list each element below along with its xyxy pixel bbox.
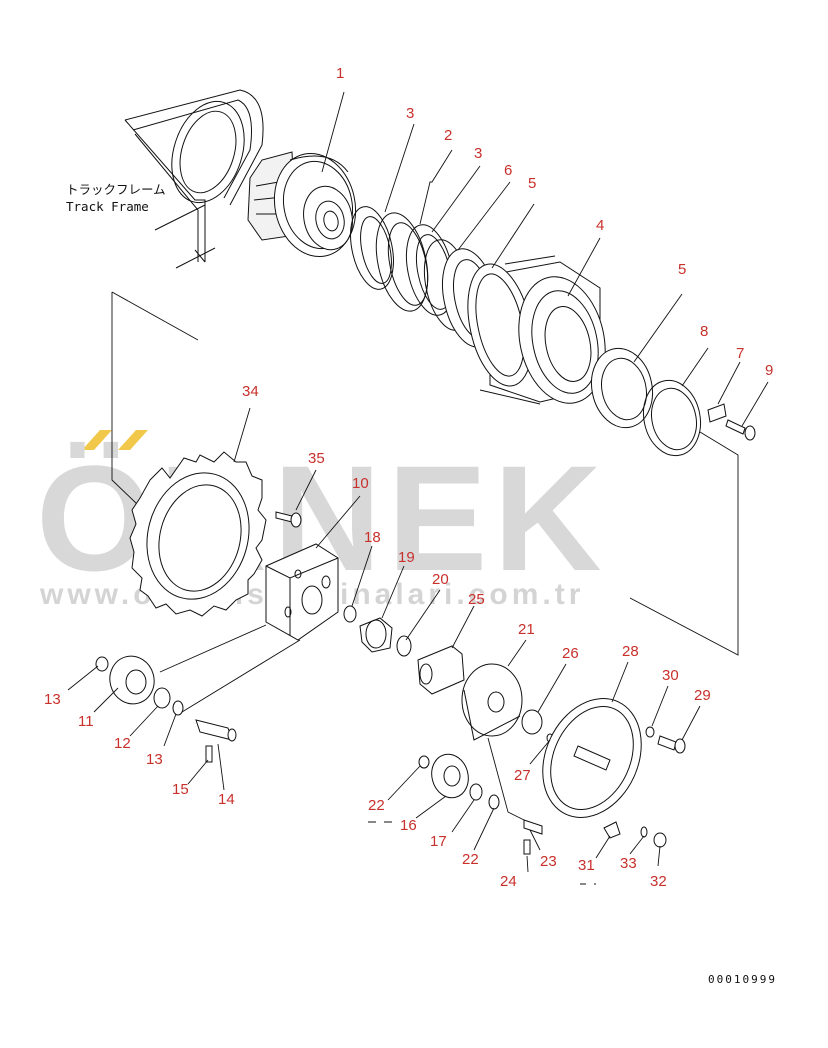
cover-bolt bbox=[657, 735, 686, 754]
planet-carrier bbox=[265, 543, 339, 641]
leader-lines bbox=[67, 91, 769, 873]
ring-22-right bbox=[488, 794, 500, 810]
frame-label-en: Track Frame bbox=[66, 199, 149, 214]
planet-gear-20 bbox=[431, 753, 469, 799]
part-num-13b: 13 bbox=[146, 751, 163, 768]
part-num-23: 23 bbox=[540, 853, 557, 870]
part-num-30: 30 bbox=[662, 667, 679, 684]
part-num-5a: 5 bbox=[528, 175, 536, 192]
snap-ring-26 bbox=[521, 709, 543, 735]
bolt-9 bbox=[725, 419, 756, 441]
part-num-9: 9 bbox=[765, 362, 773, 379]
part-num-7: 7 bbox=[736, 345, 744, 362]
planet-gear-11 bbox=[109, 655, 155, 705]
part-num-15: 15 bbox=[172, 781, 189, 798]
part-num-16: 18 bbox=[364, 529, 381, 546]
planet-shaft-23 bbox=[523, 819, 543, 835]
ring-13-left bbox=[95, 656, 109, 672]
floating-seal-center bbox=[375, 212, 429, 312]
part-num-28: 28 bbox=[622, 643, 639, 660]
sprocket bbox=[129, 451, 267, 617]
part-num-10: 10 bbox=[352, 475, 369, 492]
doc-code: 00010999 bbox=[708, 973, 777, 986]
planet-carrier-19 bbox=[461, 663, 523, 741]
bearing-17 bbox=[359, 617, 393, 653]
part-num-13a: 13 bbox=[44, 691, 61, 708]
plug-32 bbox=[653, 832, 667, 848]
part-num-27: 27 bbox=[514, 767, 531, 784]
part-num-14: 14 bbox=[218, 791, 235, 808]
ring-13-right bbox=[172, 700, 184, 716]
part-num-11: 11 bbox=[78, 713, 94, 730]
part-num-32: 32 bbox=[650, 873, 667, 890]
retainer-ring bbox=[642, 379, 702, 457]
part-num-20: 16 bbox=[400, 817, 417, 834]
part-num-25: 25 bbox=[468, 591, 485, 608]
pin-15 bbox=[205, 745, 213, 763]
spacer-16 bbox=[343, 605, 357, 623]
part-num-18: 20 bbox=[432, 571, 449, 588]
part-num-1: 1 bbox=[336, 65, 344, 82]
part-num-5b: 5 bbox=[678, 261, 686, 278]
part-num-21: 17 bbox=[430, 833, 447, 850]
part-num-3b: 3 bbox=[474, 145, 482, 162]
sun-shaft bbox=[417, 645, 465, 695]
o-ring-33 bbox=[640, 826, 648, 838]
watermark-accent-right bbox=[118, 430, 148, 450]
part-num-6: 6 bbox=[504, 162, 512, 179]
final-drive-motor bbox=[247, 151, 357, 258]
pin-24 bbox=[523, 839, 531, 855]
cover bbox=[542, 698, 642, 818]
track-frame-drawing bbox=[111, 89, 264, 506]
part-num-17: 19 bbox=[398, 549, 415, 566]
part-num-29: 29 bbox=[694, 687, 711, 704]
part-num-22b: 22 bbox=[462, 851, 479, 868]
bearing-right bbox=[590, 347, 654, 429]
lock-plate bbox=[707, 403, 727, 423]
part-num-26: 26 bbox=[562, 645, 579, 662]
part-num-8: 8 bbox=[700, 323, 708, 340]
frame-label-jp: トラックフレーム bbox=[66, 182, 166, 197]
part-num-33: 33 bbox=[620, 855, 637, 872]
part-num-34: 34 bbox=[242, 383, 259, 400]
ring-22-left bbox=[418, 755, 430, 769]
sprocket-bolt bbox=[275, 511, 302, 528]
bearing-12 bbox=[153, 687, 171, 709]
plug-31 bbox=[603, 821, 621, 839]
bearing-21 bbox=[469, 783, 483, 801]
part-num-12: 12 bbox=[114, 735, 131, 752]
planet-shaft-14 bbox=[195, 719, 237, 742]
watermark-accent-left bbox=[82, 430, 112, 450]
part-num-31: 31 bbox=[578, 857, 595, 874]
washer-30 bbox=[645, 726, 655, 738]
part-num-22a: 22 bbox=[368, 797, 385, 814]
thrust-washer-18 bbox=[396, 635, 412, 657]
part-num-19: 21 bbox=[518, 621, 535, 638]
part-num-35: 35 bbox=[308, 450, 325, 467]
part-num-3a: 3 bbox=[406, 105, 414, 122]
part-num-4: 4 bbox=[596, 217, 604, 234]
part-numbers: 1 3 2 3 6 5 4 5 8 7 9 34 35 10 18 19 20 … bbox=[44, 65, 773, 890]
part-num-24: 24 bbox=[500, 873, 517, 890]
part-num-2: 2 bbox=[444, 127, 452, 144]
hub bbox=[467, 255, 606, 405]
